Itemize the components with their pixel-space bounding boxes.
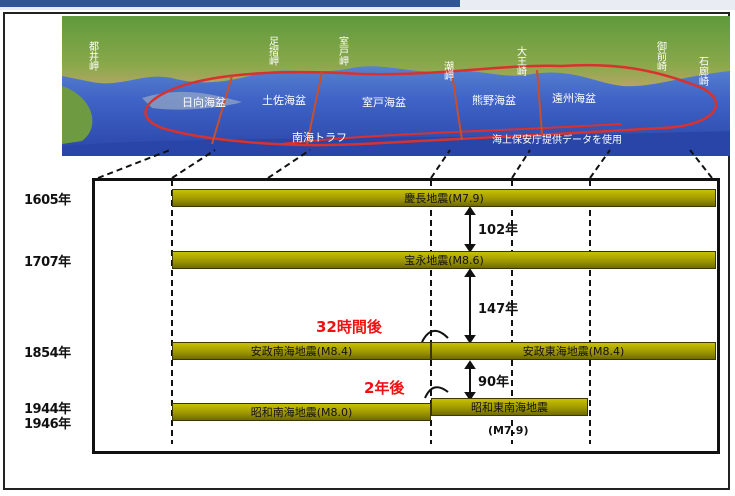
connector-line — [511, 149, 531, 179]
nankai-trough-map: 日向海盆 土佐海盆 室戸海盆 熊野海盆 遠州海盆 都井岬 足摺岬 室戸岬 潮岬 … — [62, 16, 730, 156]
basin-label-tosa: 土佐海盆 — [262, 93, 306, 107]
source-region-outline — [144, 63, 718, 147]
cape-label: 室戸岬 — [337, 35, 349, 67]
trough-label: 南海トラフ — [292, 130, 347, 144]
arrow-head — [464, 244, 476, 253]
lag-label: 32時間後 — [316, 318, 382, 336]
year-label-1707: 1707年 — [24, 255, 71, 270]
cape-label: 石廊崎 — [697, 56, 709, 86]
lag-arc — [421, 330, 449, 343]
kyushu-land — [62, 86, 93, 144]
cape-label: 大王崎 — [515, 45, 527, 76]
connector-line — [430, 149, 451, 179]
arrow-head — [464, 268, 476, 277]
year-label-1946: 1946年 — [24, 417, 71, 432]
slide-top-bar — [0, 0, 735, 10]
interval-label: 147年 — [478, 302, 519, 317]
arrow-head — [464, 392, 476, 401]
map-credit: 海上保安庁提供データを使用 — [492, 133, 622, 146]
basin-label-enshu: 遠州海盆 — [552, 91, 596, 105]
basin-label-hyuga: 日向海盆 — [182, 95, 226, 109]
bar-showa-nankai: 昭和南海地震(M8.0) — [172, 403, 431, 421]
segment-divider — [211, 75, 233, 145]
showa-tonankai-magnitude: (M7.9) — [488, 424, 529, 437]
cape-label: 御前崎 — [655, 40, 667, 71]
trough-line — [281, 123, 623, 145]
basin-label-kumano: 熊野海盆 — [472, 93, 516, 107]
connector-line — [689, 149, 713, 179]
interval-label: 102年 — [478, 223, 519, 238]
year-label-1944: 1944年 — [24, 402, 71, 417]
map-graphic: 日向海盆 土佐海盆 室戸海盆 熊野海盆 遠州海盆 都井岬 足摺岬 室戸岬 潮岬 … — [62, 16, 730, 156]
figure-frame — [3, 12, 730, 490]
segment-divider — [306, 71, 323, 145]
segment-divider — [536, 69, 543, 135]
land-area — [62, 16, 730, 87]
bar-ansei-tokai: 安政東海地震(M8.4) — [431, 342, 716, 360]
bar-hoei: 宝永地震(M8.6) — [172, 251, 716, 269]
cape-label: 都井岬 — [87, 41, 99, 72]
bar-keicho: 慶長地震(M7.9) — [172, 189, 716, 207]
connector-line — [267, 149, 311, 179]
segment-divider — [451, 73, 463, 141]
bar-ansei-nankai: 安政南海地震(M8.4) — [172, 342, 431, 360]
basin-label-muroto: 室戸海盆 — [362, 95, 406, 109]
interval-label: 90年 — [478, 375, 510, 390]
cape-label: 足摺岬 — [267, 36, 279, 67]
lag-label: 2年後 — [364, 379, 405, 397]
connector-line — [97, 149, 171, 179]
arrow-head — [464, 360, 476, 369]
cape-label: 潮岬 — [442, 60, 454, 82]
connector-line — [171, 149, 216, 179]
ridge-shade — [142, 91, 242, 110]
bar-showa-tonankai: 昭和東南海地震 — [431, 398, 588, 416]
timeline-box — [92, 178, 720, 454]
year-label-1605: 1605年 — [24, 193, 71, 208]
arrow-head — [464, 335, 476, 344]
lag-arc — [424, 386, 449, 399]
connector-line — [589, 149, 611, 179]
slide-title-accent — [0, 0, 460, 7]
arrow-head — [464, 206, 476, 215]
year-label-1854: 1854年 — [24, 346, 71, 361]
